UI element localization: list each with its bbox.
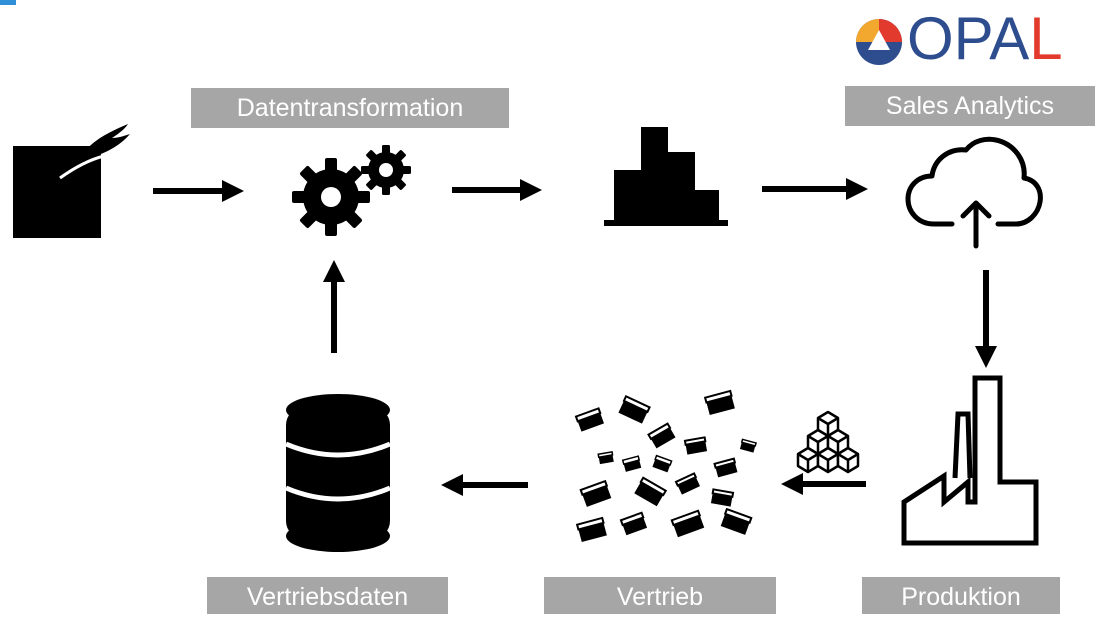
opal-emblem-icon [856, 19, 902, 65]
label-vertriebsdaten: Vertriebsdaten [207, 577, 448, 614]
label-produktion: Produktion [862, 577, 1060, 614]
opal-wordmark-suffix: L [1029, 5, 1063, 72]
corner-accent [0, 0, 16, 5]
arrow-gears-to-chart [452, 179, 542, 201]
scattered-boxes-icon [574, 389, 757, 543]
arrow-factory-to-vertrieb [781, 473, 866, 495]
arrow-vertrieb-to-database [441, 474, 528, 496]
opal-wordmark: OPAL [907, 4, 1063, 73]
label-vertrieb: Vertrieb [544, 577, 776, 614]
label-datentransformation: Datentransformation [191, 88, 509, 128]
factory-icon [901, 375, 1039, 546]
arrow-cloud-to-factory [975, 270, 997, 368]
label-sales-analytics: Sales Analytics [845, 86, 1095, 126]
database-icon [285, 394, 391, 552]
arrow-chart-to-cloud [762, 178, 868, 200]
gears-icon [292, 145, 411, 236]
bar-chart-icon [604, 127, 728, 226]
arrow-snp-to-gears [153, 180, 244, 202]
cubes-icon [796, 410, 860, 474]
opal-logo: OPAL [855, 5, 1095, 72]
arrow-database-to-gears [323, 260, 345, 353]
opal-wordmark-prefix: OPA [907, 5, 1030, 72]
cloud-upload-icon [905, 136, 1043, 249]
snp-logo-text: SNP [28, 339, 90, 374]
